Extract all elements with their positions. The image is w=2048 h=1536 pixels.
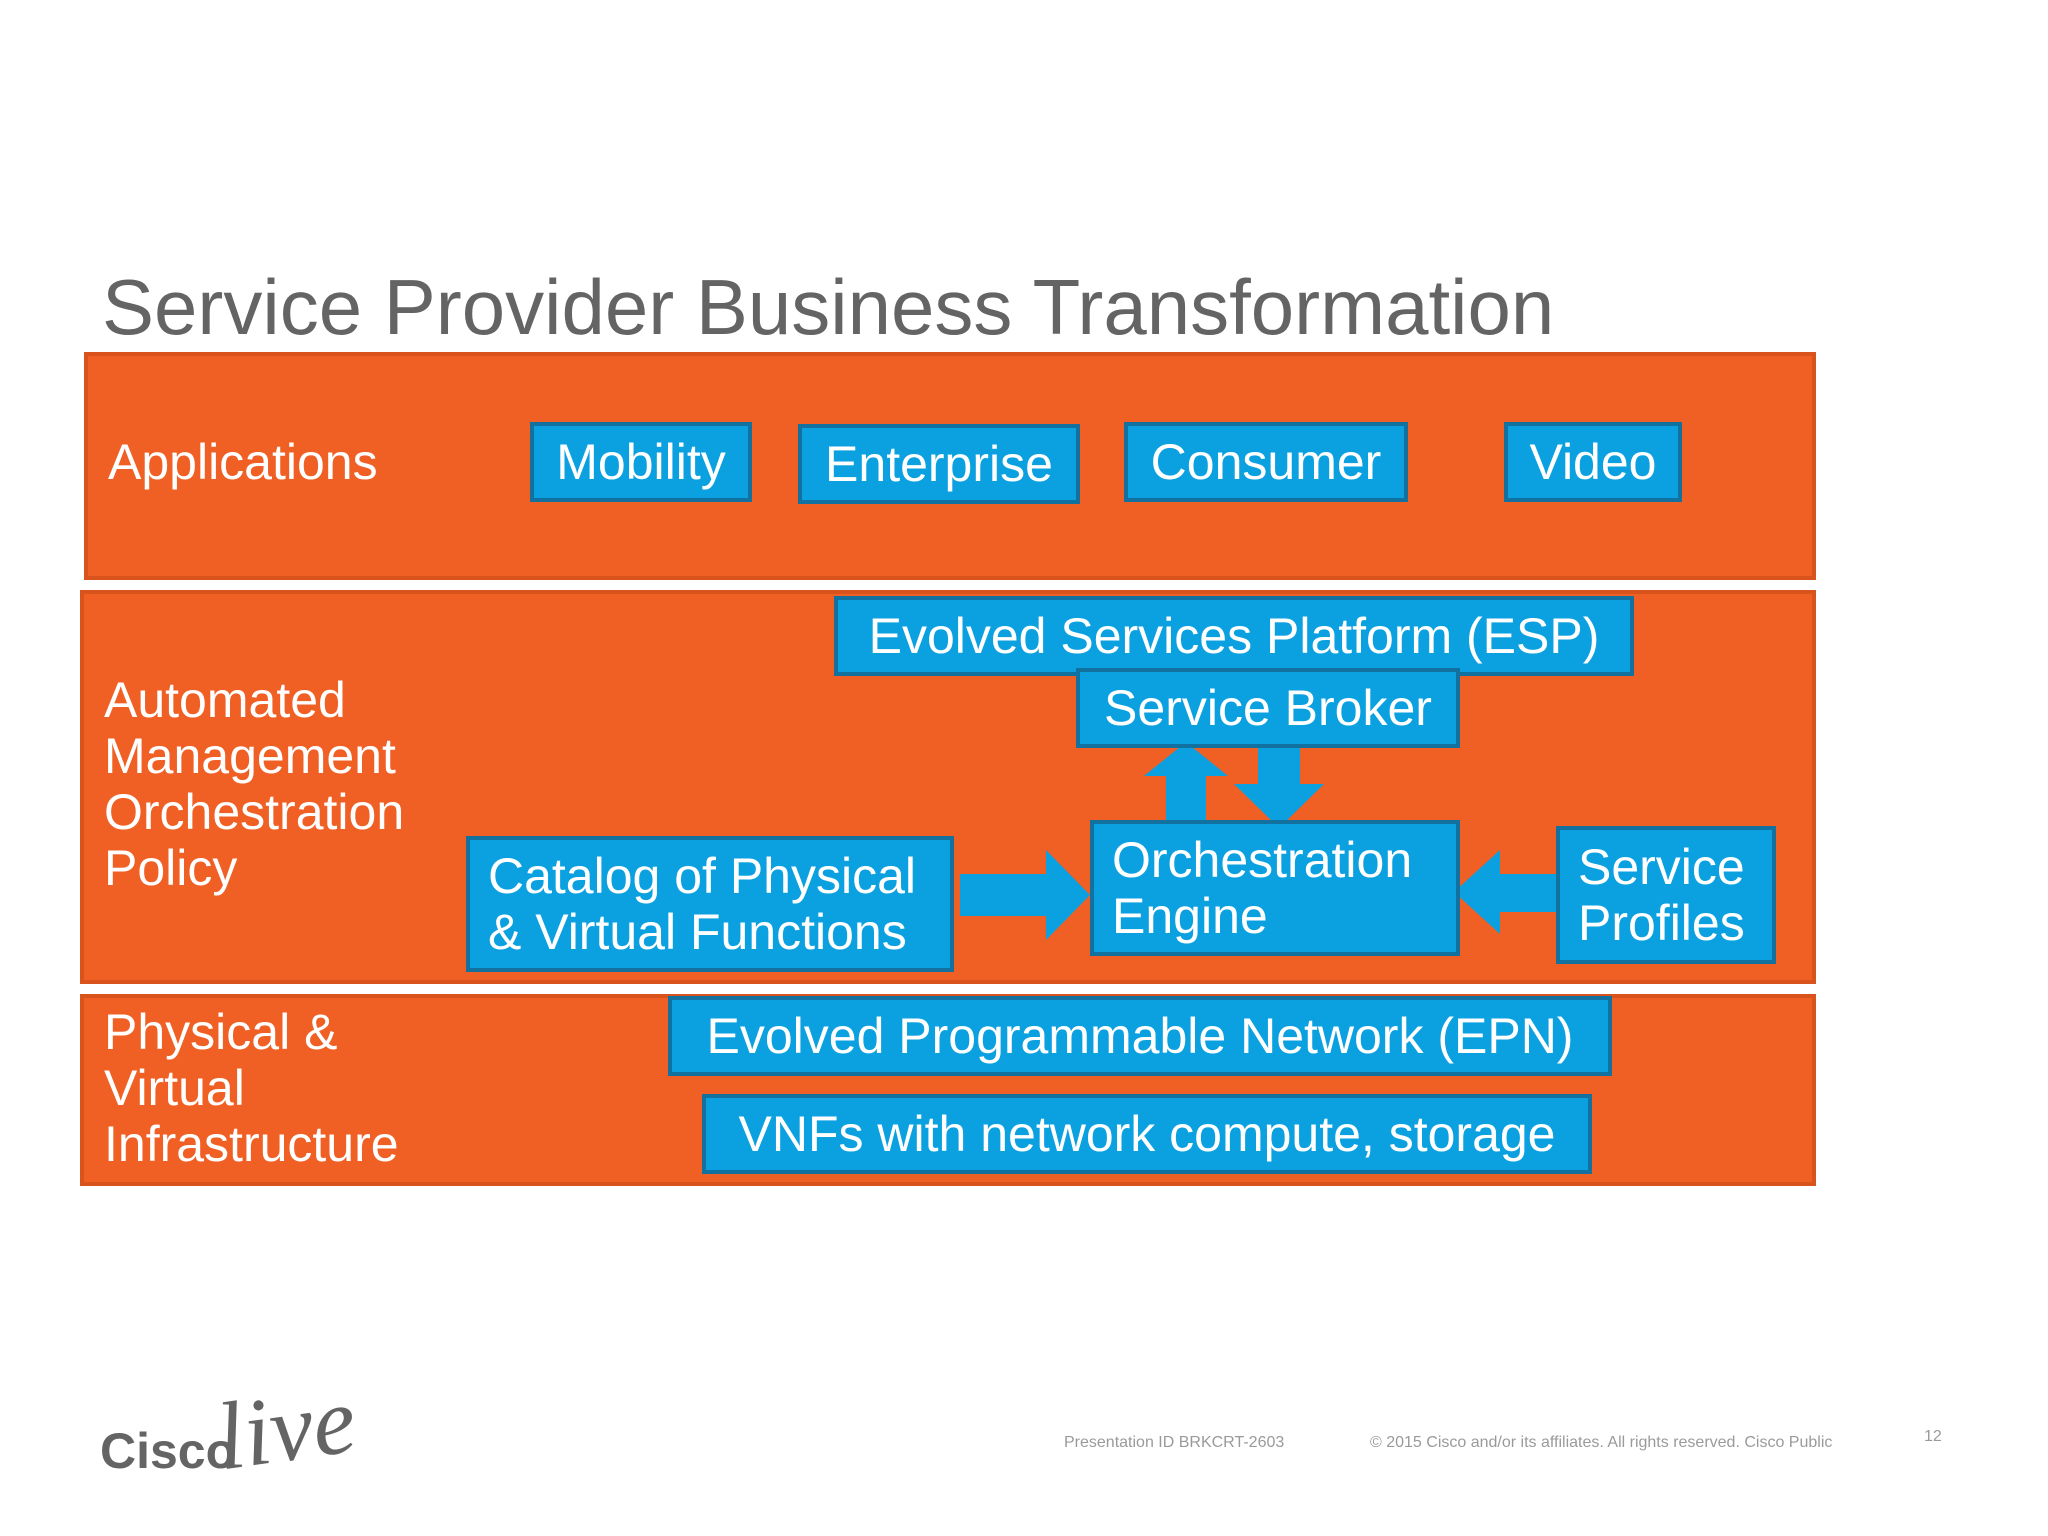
- service-broker-box: Service Broker: [1076, 668, 1460, 748]
- infrastructure-label: Physical & Virtual Infrastructure: [104, 1004, 399, 1172]
- esp-box: Evolved Services Platform (ESP): [834, 596, 1634, 676]
- svg-text:Cisco: Cisco: [100, 1423, 236, 1479]
- service-profiles-box: Service Profiles: [1556, 826, 1776, 964]
- arrow-up-icon: [1144, 742, 1228, 822]
- presentation-id: Presentation ID BRKCRT-2603: [1064, 1434, 1285, 1451]
- management-label: Automated Management Orchestration Polic…: [104, 672, 405, 896]
- arrow-left-icon: [1454, 850, 1558, 934]
- cisco-live-logo: Cisco live!: [100, 1360, 394, 1491]
- applications-label: Applications: [108, 434, 378, 490]
- epn-box: Evolved Programmable Network (EPN): [668, 996, 1612, 1076]
- video-box: Video: [1504, 422, 1682, 502]
- catalog-box: Catalog of Physical & Virtual Functions: [466, 836, 954, 972]
- svg-text:live!: live!: [210, 1361, 360, 1480]
- page-number: 12: [1924, 1428, 1942, 1445]
- vnfs-box: VNFs with network compute, storage: [702, 1094, 1592, 1174]
- slide-title: Service Provider Business Transformation: [102, 263, 1555, 351]
- mobility-box: Mobility: [530, 422, 752, 502]
- orchestration-engine-box: Orchestration Engine: [1090, 820, 1460, 956]
- arrow-down-icon: [1234, 742, 1324, 828]
- consumer-box: Consumer: [1124, 422, 1408, 502]
- copyright: © 2015 Cisco and/or its affiliates. All …: [1370, 1434, 1833, 1451]
- enterprise-box: Enterprise: [798, 424, 1080, 504]
- arrow-right-icon: [960, 850, 1090, 940]
